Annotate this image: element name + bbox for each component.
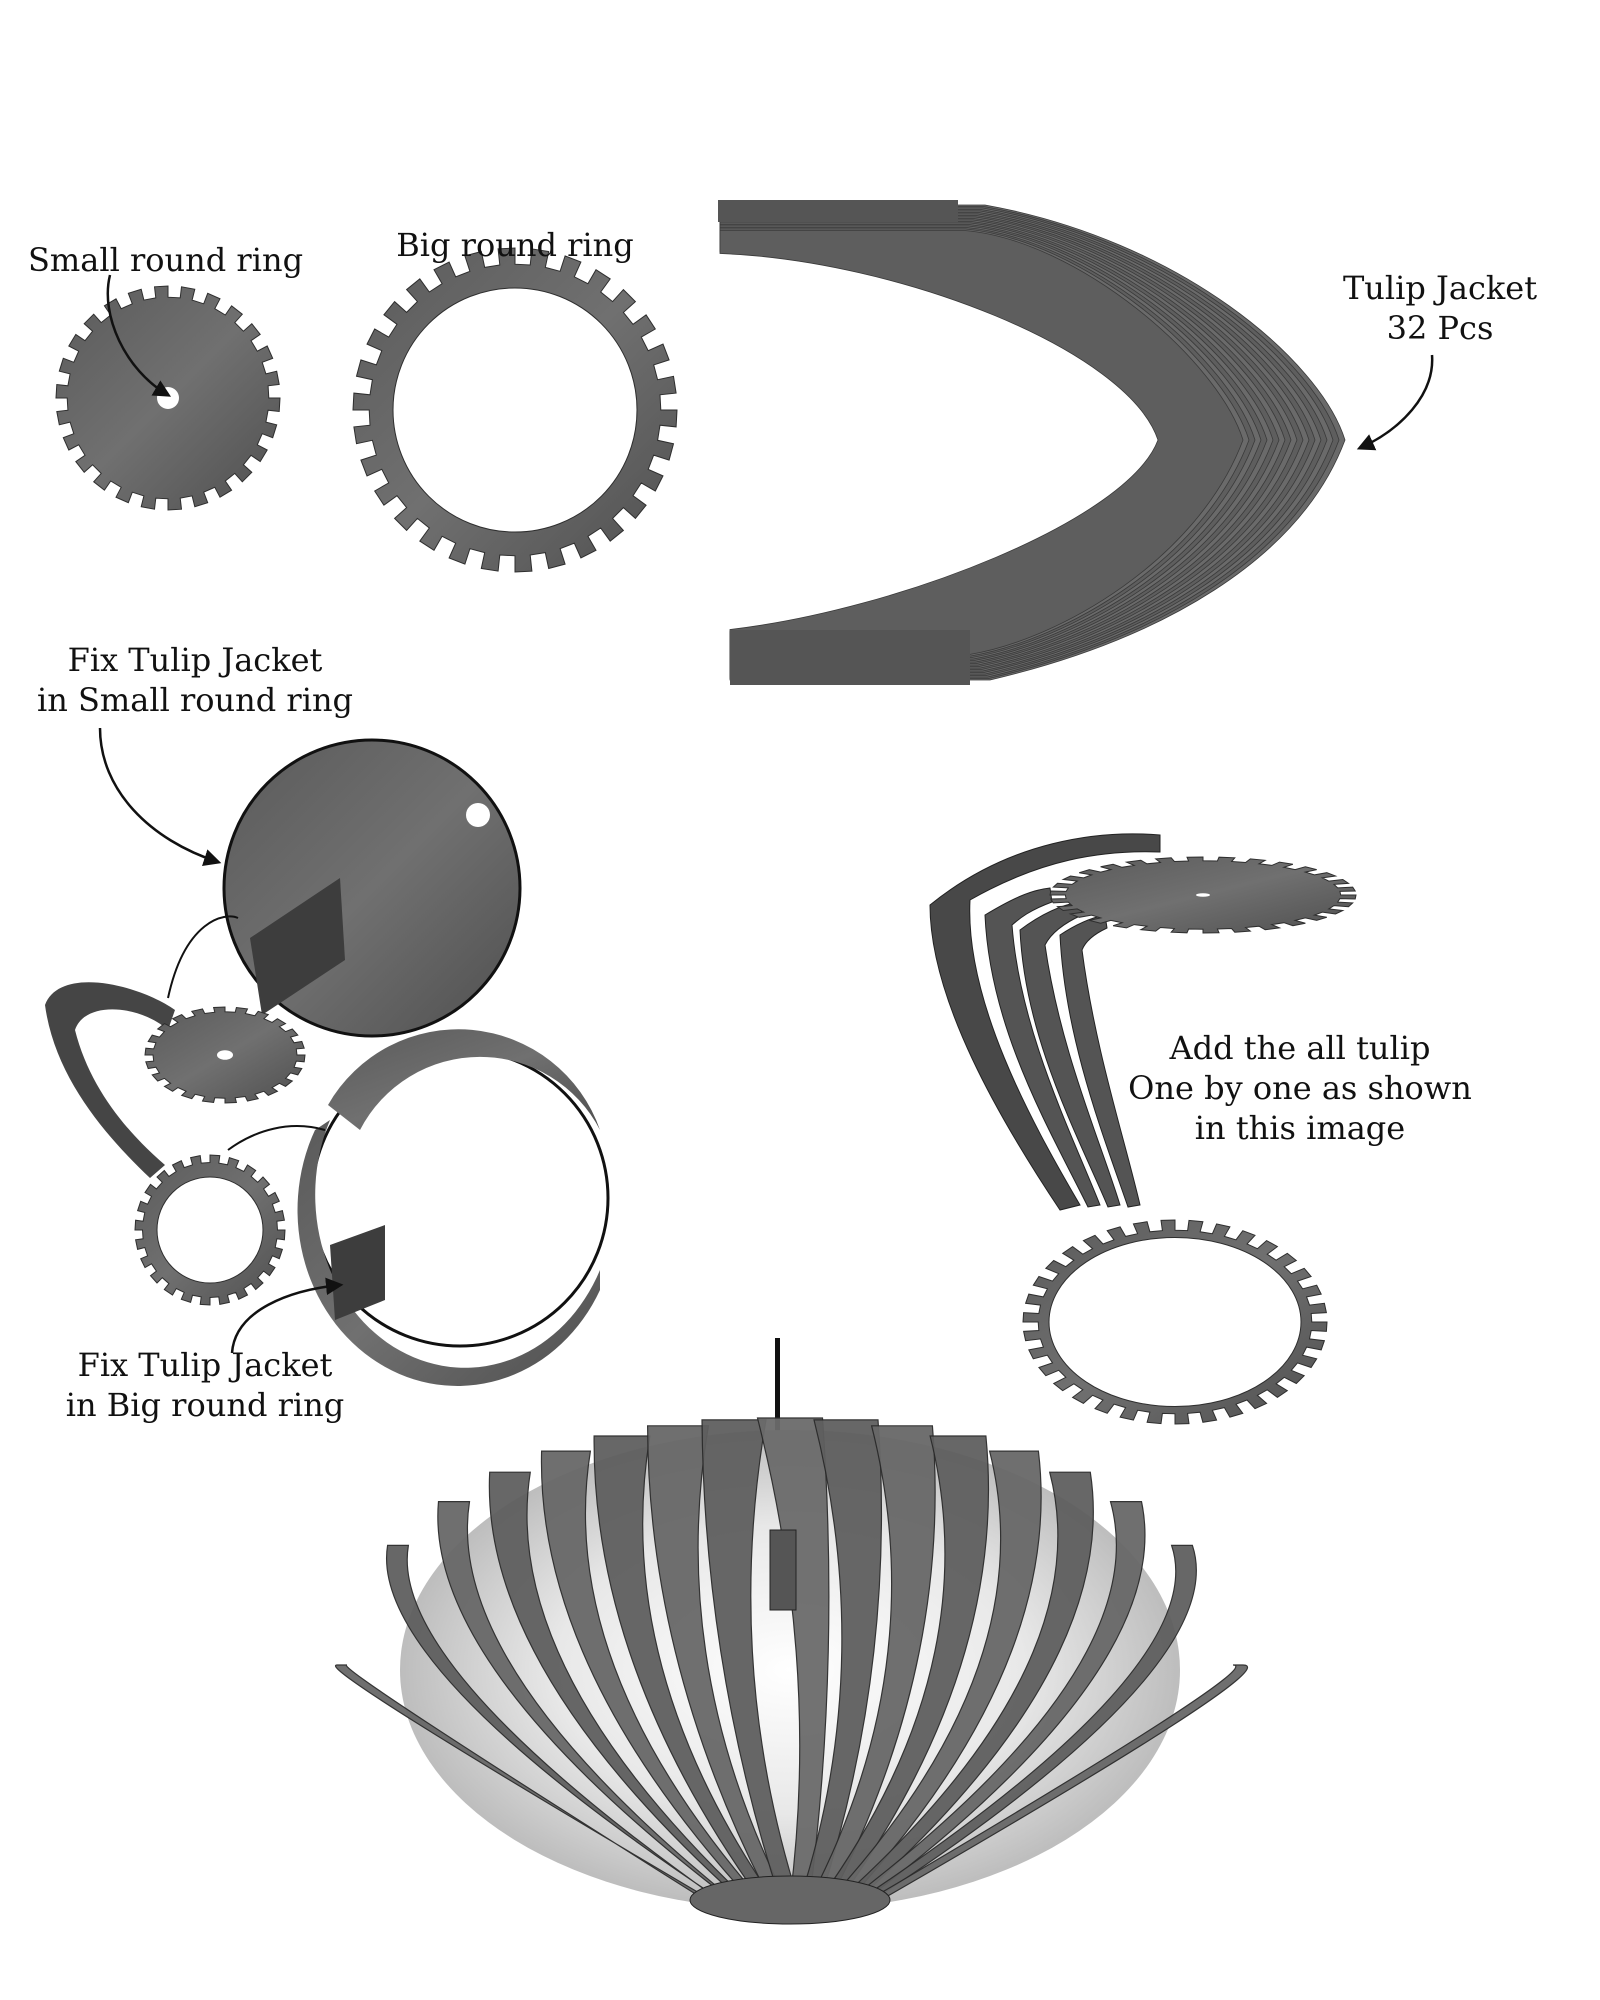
big-ring-band-shape (352, 247, 678, 573)
add-tulips-line2: One by one as shown (1128, 1069, 1472, 1107)
lamp-socket (769, 1529, 797, 1611)
small-ring-tilted (144, 1006, 306, 1104)
jacket-piece-example (45, 982, 175, 1178)
top-small-ring (1049, 856, 1357, 934)
fix-small-line2: in Small round ring (36, 681, 354, 719)
big-ring-label: Big round ring (396, 226, 634, 264)
arrow-fix-small (98, 727, 222, 867)
small-ring-disc (55, 285, 281, 511)
fix-big-ring-detail (297, 1029, 610, 1386)
leader-line-small (167, 915, 239, 999)
leader-line-big (227, 1125, 326, 1151)
jacket-top-tabs (718, 200, 958, 222)
lamp-bottom-ring (689, 1875, 891, 1925)
add-tulips-assembly (929, 833, 1357, 1425)
bottom-big-ring-shape (1022, 1219, 1328, 1425)
fix-small-ring-label: Fix Tulip Jacket in Small round ring (30, 640, 360, 720)
big-ring-example (134, 1154, 286, 1306)
tulip-strip-1 (929, 833, 1161, 1211)
small-ring-part (55, 285, 281, 511)
big-ring-part (352, 247, 678, 573)
arrow-fix-big (230, 1277, 344, 1354)
tulip-jacket-label: Tulip Jacket 32 Pcs (1330, 268, 1550, 348)
bottom-big-ring (1022, 1219, 1328, 1425)
tulip-jacket-label-line2: 32 Pcs (1386, 309, 1494, 347)
finished-lamp (335, 1338, 1249, 1925)
top-small-ring-hole (1196, 893, 1210, 897)
small-ring-tilted-hole (217, 1050, 233, 1060)
jacket-tab-small (250, 878, 345, 1015)
fix-big-line2: in Big round ring (65, 1386, 345, 1424)
tulip-jacket-label-line1: Tulip Jacket (1342, 269, 1538, 307)
fix-small-ring-detail (222, 738, 522, 1038)
big-ring-example-shape (134, 1154, 286, 1306)
tulip-strip-2 (984, 887, 1101, 1208)
fix-big-ring-label: Fix Tulip Jacket in Big round ring (50, 1345, 360, 1425)
big-ring-arc-zoom (328, 1029, 600, 1130)
add-tulips-label: Add the all tulip One by one as shown in… (1120, 1028, 1480, 1148)
tulip-jacket-stack (718, 200, 1346, 685)
arrow-tulip-jacket (1356, 354, 1434, 451)
jacket-tab-big (330, 1225, 385, 1320)
ring-hole-zoom (466, 803, 490, 827)
jacket-bottom-tabs (730, 630, 970, 685)
step-two-parts (45, 982, 306, 1306)
arrow-small-ring (106, 274, 172, 397)
fix-small-line1: Fix Tulip Jacket (67, 641, 323, 679)
add-tulips-line1: Add the all tulip (1169, 1029, 1431, 1067)
jacket-piece-18 (719, 230, 1244, 655)
fix-big-line1: Fix Tulip Jacket (77, 1346, 333, 1384)
big-ring-band (352, 247, 678, 573)
add-tulips-line3: in this image (1194, 1109, 1406, 1147)
small-ring-label: Small round ring (28, 241, 304, 279)
